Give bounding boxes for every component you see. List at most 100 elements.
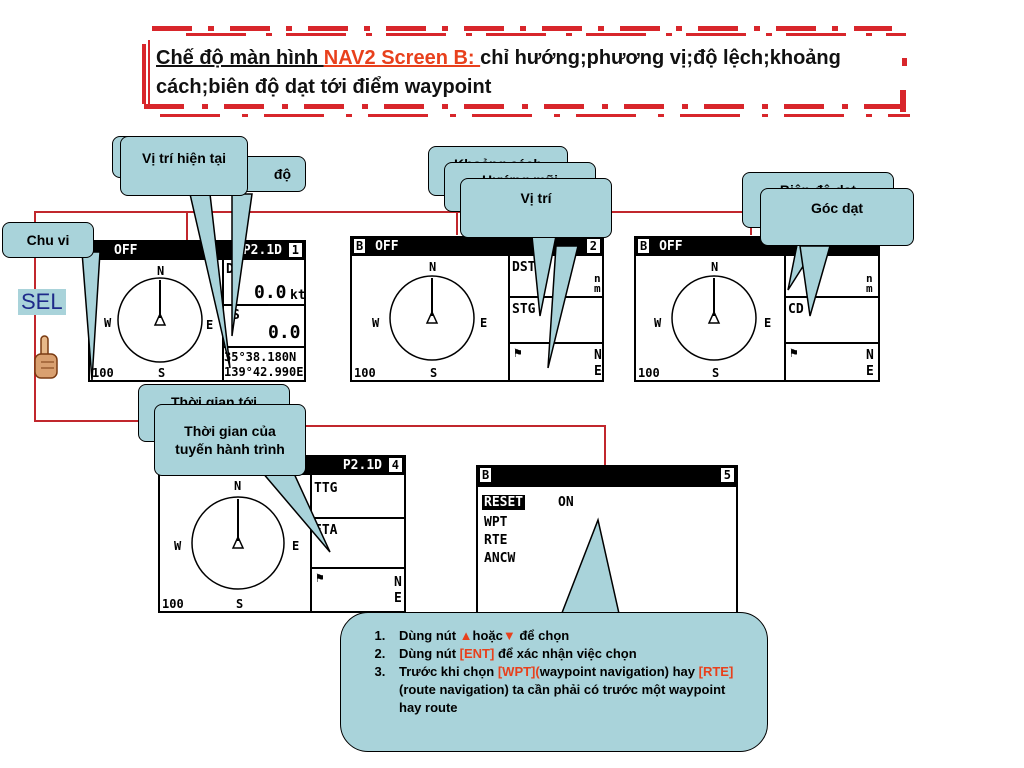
screen-2-header: B OFF 2 xyxy=(352,238,602,256)
stg-label: STG xyxy=(512,302,536,317)
callout-chu-vi: Chu vi xyxy=(2,222,94,258)
screen-1-num: 1 xyxy=(288,243,302,257)
speed-value: 0.0 xyxy=(254,282,287,303)
instruction-2: Dùng nút [ENT] để xác nhận việc chọn xyxy=(389,645,747,663)
screen-3: B OFF N W E S 100 n m CD ⚑ N E xyxy=(634,236,880,382)
compass-n: N xyxy=(234,479,242,493)
compass-dial xyxy=(117,277,203,363)
compass-w: W xyxy=(654,316,662,330)
compass-range: 100 xyxy=(638,366,660,380)
speed-label: D xyxy=(226,262,234,277)
connector-bottom xyxy=(270,425,606,427)
compass-w: W xyxy=(174,539,182,553)
title-suffix: chỉ hướng;phương vị;độ lệch;khoảng cách;… xyxy=(156,47,841,98)
dst-unit-n: n xyxy=(594,272,601,285)
menu-item-wpt[interactable]: WPT xyxy=(484,515,508,530)
compass-e: E xyxy=(764,316,772,330)
connector-drop-1 xyxy=(186,211,188,241)
compass-e: E xyxy=(292,539,300,553)
flag-icon: ⚑ xyxy=(790,346,798,361)
page-title: Chế độ màn hình NAV2 Screen B: chỉ hướng… xyxy=(156,44,896,102)
connector-left-bottom xyxy=(34,420,154,422)
instruction-bubble: Dùng nút ▲hoặc▼ để chọn Dùng nút [ENT] đ… xyxy=(340,612,768,752)
ttg-label: TTG xyxy=(314,481,338,496)
compass-dial xyxy=(191,496,285,590)
compass-e: E xyxy=(206,318,214,332)
compass-range: 100 xyxy=(162,597,184,611)
callout-vi-tri-hien-tai: Vị trí hiện tại xyxy=(120,136,248,196)
position-lon: 139°42.990E xyxy=(224,365,304,379)
screen-1-page: P2.1D xyxy=(242,243,282,258)
sel-label: SEL xyxy=(18,289,66,315)
callout-goc-dat-text: Góc dạt xyxy=(810,200,864,216)
connector-top xyxy=(34,211,884,213)
compass-dial xyxy=(671,275,757,361)
compass-s: S xyxy=(430,366,438,380)
nav-n: N xyxy=(594,348,602,363)
screen-2-mode: OFF xyxy=(375,239,399,254)
dst-label: DST xyxy=(512,260,536,275)
nav-e: E xyxy=(394,591,402,606)
nav-n: N xyxy=(394,575,402,590)
callout-toc-do-text: độ xyxy=(273,166,291,182)
nav-e: E xyxy=(866,364,874,379)
nav-n: N xyxy=(866,348,874,363)
callout-thoi-gian-tuyen-text: Thời gian của tuyến hành trình xyxy=(175,423,285,457)
title-highlight: NAV2 Screen B: xyxy=(323,47,481,69)
callout-goc-dat: Góc dạt xyxy=(760,188,914,246)
screen-1-mode: OFF xyxy=(114,243,138,258)
screen-3-letter: B xyxy=(638,239,650,253)
screen-3-mode: OFF xyxy=(659,239,683,254)
menu-item-rte[interactable]: RTE xyxy=(484,533,508,548)
screen-3-panel: n m CD ⚑ N E xyxy=(784,256,878,380)
dst-unit-m: m xyxy=(594,282,601,295)
callout-vi-tri-hien-tai-text: Vị trí hiện tại xyxy=(141,150,226,166)
stg-cell: STG xyxy=(510,298,602,344)
frame-bottom-dashes-2 xyxy=(160,114,910,117)
screen-1-panel: D 0.0 kt S 0.0 35°38.180N 139°42.990E xyxy=(222,260,306,382)
screen-2: B OFF 2 N W E S 100 DST n m STG ⚑ N E xyxy=(350,236,604,382)
arrow-up-icon: ▲ xyxy=(459,628,473,643)
nav-cell: ⚑ N E xyxy=(786,344,878,380)
frame-right-bar xyxy=(900,90,906,112)
eta-label: ETA xyxy=(314,523,338,538)
compass-s: S xyxy=(712,366,720,380)
cd-label: CD xyxy=(788,302,804,317)
reset-value: ON xyxy=(558,495,574,510)
connector-to-menu xyxy=(604,425,606,465)
callout-vi-tri: Vị trí xyxy=(460,178,612,238)
position-cell: 35°38.180N 139°42.990E xyxy=(224,348,304,382)
instruction-1: Dùng nút ▲hoặc▼ để chọn xyxy=(389,627,747,645)
screen-1-header: OFF P2.1D 1 xyxy=(90,242,304,260)
arrow-down-icon: ▼ xyxy=(502,628,516,643)
dst-cell: DST n m xyxy=(510,256,602,298)
screen-2-letter: B xyxy=(354,239,366,253)
callout-thoi-gian-tuyen: Thời gian của tuyến hành trình xyxy=(154,404,306,476)
compass-range: 100 xyxy=(92,366,114,380)
frame-top-dashes-2 xyxy=(186,33,906,36)
connector-drop-2 xyxy=(456,211,458,235)
compass-e: E xyxy=(480,316,488,330)
ttg-cell: TTG xyxy=(312,475,404,519)
callout-vi-tri-text: Vị trí xyxy=(520,190,552,206)
xte-cell: n m xyxy=(786,256,878,298)
nav-e: E xyxy=(594,364,602,379)
position-lat: 35°38.180N xyxy=(224,350,297,364)
screen-5-header: B 5 xyxy=(478,467,736,487)
reset-menu-item[interactable]: RESET xyxy=(482,495,526,510)
screen-2-num: 2 xyxy=(586,239,600,253)
compass-dial xyxy=(389,275,475,361)
screen-5-menu: B 5 RESET ON WPT RTE ANCW xyxy=(476,465,738,615)
cd-cell: CD xyxy=(786,298,878,344)
compass-w: W xyxy=(104,316,112,330)
menu-item-ancw[interactable]: ANCW xyxy=(484,551,516,566)
nav-cell: ⚑ N E xyxy=(510,344,602,380)
screen-4-panel: TTG ETA ⚑ N E xyxy=(310,475,404,611)
screen-5-num: 5 xyxy=(720,468,734,482)
flag-icon: ⚑ xyxy=(514,346,522,361)
xte-unit-m: m xyxy=(866,282,873,295)
screen-2-panel: DST n m STG ⚑ N E xyxy=(508,256,602,380)
frame-left-bar-2 xyxy=(148,40,150,104)
flag-icon: ⚑ xyxy=(316,571,324,586)
course-label: S xyxy=(232,308,240,323)
